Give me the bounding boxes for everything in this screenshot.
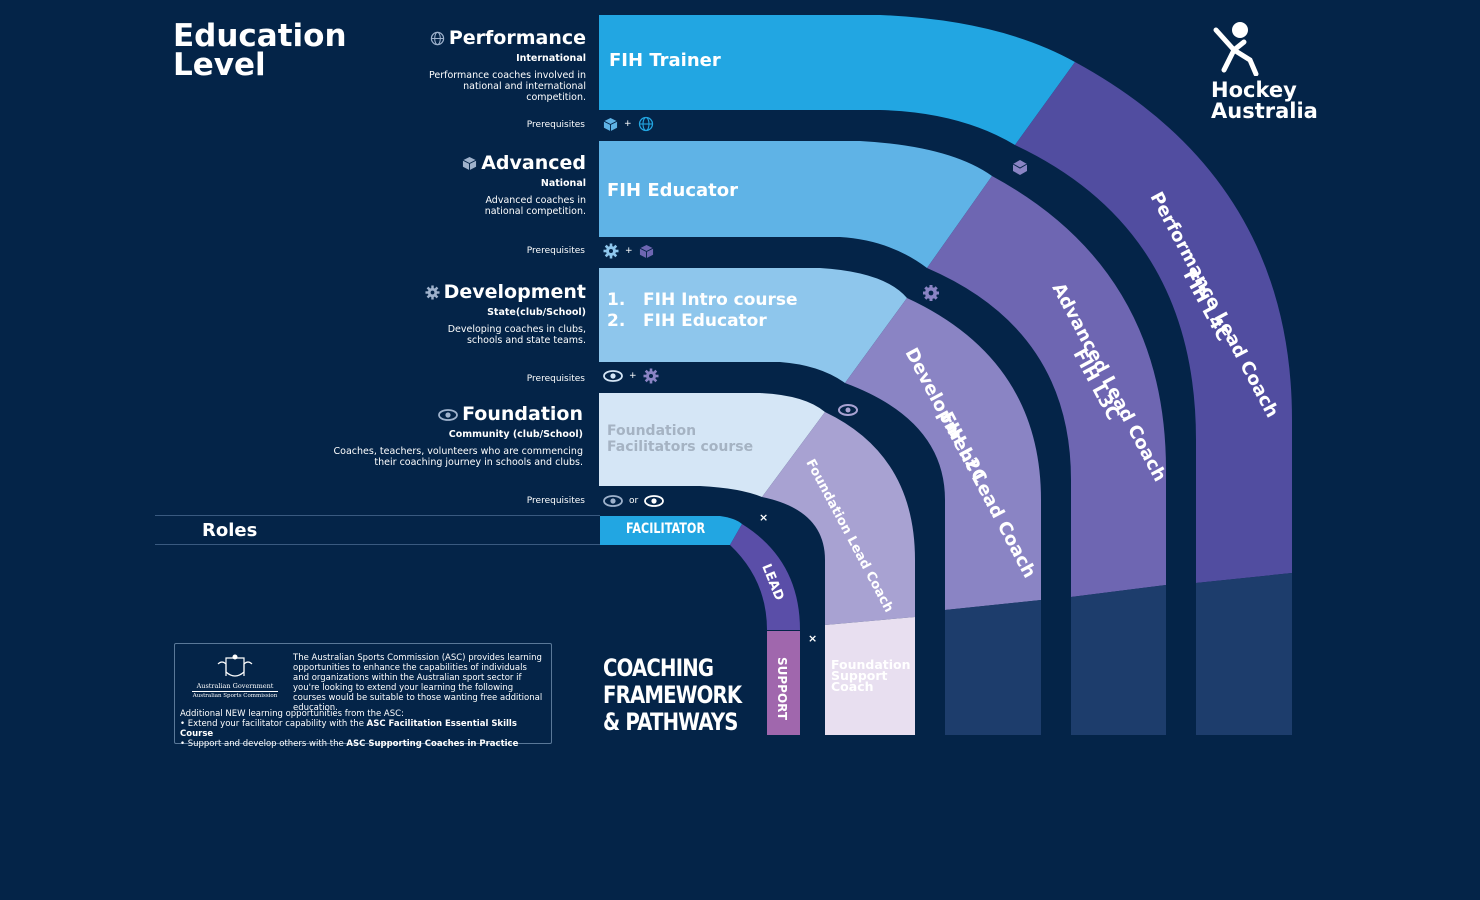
roles-label: Roles	[202, 520, 258, 541]
performance-arc-base	[1196, 573, 1292, 735]
level-performance: Performance International Performance co…	[286, 26, 586, 103]
advanced-arc-base	[1071, 585, 1166, 735]
asc-facilitation-course-link[interactable]: ASC Facilitation Essential Skills Course	[180, 719, 517, 739]
asc-additional-heading: Additional NEW learning opportunities fr…	[180, 709, 404, 719]
globe-icon	[430, 31, 445, 46]
eye-icon	[644, 495, 665, 507]
roles-divider-top	[155, 515, 600, 516]
level-foundation: Foundation Community (club/School) Coach…	[283, 402, 583, 468]
performance-band	[599, 15, 1075, 145]
roles-divider-bottom	[155, 544, 600, 545]
cross-mark-1: ×	[759, 511, 768, 524]
framework-title-line-1: COACHING	[603, 654, 714, 682]
asc-supporting-coaches-link[interactable]: ASC Supporting Coaches in Practice	[346, 739, 519, 749]
education-level-title: Education Level	[173, 18, 347, 83]
performance-arc	[1015, 62, 1292, 583]
coat-of-arms-icon	[217, 654, 253, 677]
framework-title-line-2: FRAMEWORK	[603, 681, 742, 709]
asc-additional: Additional NEW learning opportunities fr…	[180, 709, 545, 749]
course-development-2: 2. FIH Educator	[607, 311, 767, 331]
cube-icon	[603, 117, 618, 131]
support-coach-block	[825, 617, 915, 735]
support-bar	[767, 631, 800, 735]
prereq-join-foundation: or	[629, 496, 639, 506]
level-desc-advanced: Advanced coaches in national competition…	[484, 195, 586, 217]
level-name-foundation: Foundation	[462, 403, 583, 425]
prereq-join-advanced: +	[625, 246, 633, 256]
level-desc-foundation: Coaches, teachers, volunteers who are co…	[333, 446, 583, 468]
prereq-icons-advanced: +	[603, 243, 654, 259]
gear-icon	[425, 285, 440, 300]
asc-gov-line-1: Australian Government	[192, 682, 278, 692]
course-foundation-1: Foundation	[607, 423, 697, 439]
level-sub-foundation: Community (club/School)	[448, 429, 583, 440]
level-name-advanced: Advanced	[481, 152, 586, 174]
hockey-player-logo-icon	[1213, 22, 1259, 76]
asc-gov-line-2: Australian Sports Commission	[192, 693, 278, 699]
cube-icon	[1012, 160, 1028, 175]
prereq-label-advanced: Prerequisites	[526, 246, 585, 256]
level-advanced: Advanced National Advanced coaches in na…	[286, 151, 586, 217]
advanced-arc	[927, 176, 1166, 597]
course-performance: FIH Trainer	[609, 50, 721, 71]
course-development-1: 1. FIH Intro course	[607, 290, 798, 310]
prereq-join-performance: +	[624, 119, 632, 129]
eye-icon	[438, 408, 458, 421]
support-label: SUPPORT	[775, 657, 789, 721]
facilitator-label: FACILITATOR	[626, 521, 706, 537]
level-desc-development: Developing coaches in clubs, schools and…	[447, 324, 586, 346]
asc-body-text: The Australian Sports Commission (ASC) p…	[293, 653, 543, 713]
development-arc-base	[945, 600, 1041, 735]
brand-line-1: Hockey	[1211, 78, 1297, 102]
gear-icon	[643, 368, 659, 384]
hockey-australia-brand: Hockey Australia	[1211, 80, 1318, 122]
level-name-development: Development	[443, 281, 586, 303]
eye-icon	[603, 495, 623, 507]
level-name-performance: Performance	[448, 27, 586, 49]
foundation-band	[599, 393, 825, 497]
gear-icon	[923, 285, 939, 301]
asc-bullet-2-text: • Support and develop others with the	[180, 739, 347, 749]
asc-bullet-1-text: • Extend your facilitator capability wit…	[180, 719, 367, 729]
development-band	[599, 268, 907, 383]
framework-title-line-3: & PATHWAYS	[603, 708, 738, 736]
prereq-join-development: +	[629, 371, 637, 381]
eye-icon	[838, 404, 858, 416]
cross-mark-2: ×	[808, 632, 817, 645]
foundation-support-label: Foundation Support Coach	[831, 657, 911, 694]
coaching-framework-title: COACHING FRAMEWORK & PATHWAYS	[603, 654, 742, 736]
advanced-band	[599, 141, 992, 268]
lead-arc	[730, 524, 800, 630]
prereq-icons-development: +	[603, 368, 659, 384]
development-arc	[845, 298, 1041, 610]
asc-info-box	[174, 643, 552, 744]
globe-icon	[638, 116, 653, 132]
course-advanced: FIH Educator	[607, 180, 738, 201]
brand-line-2: Australia	[1211, 99, 1318, 123]
level-development: Development State(club/School) Developin…	[286, 280, 586, 346]
level-sub-advanced: National	[540, 178, 586, 189]
level-desc-performance: Performance coaches involved in national…	[428, 70, 586, 103]
eye-icon	[603, 370, 623, 382]
prereq-icons-foundation: or	[603, 493, 665, 509]
level-sub-performance: International	[516, 53, 586, 64]
gear-icon	[603, 243, 619, 259]
prereq-label-performance: Prerequisites	[526, 120, 585, 130]
cube-icon	[462, 156, 477, 171]
course-foundation-2: Facilitators course	[607, 439, 754, 455]
prereq-label-development: Prerequisites	[526, 374, 585, 384]
level-sub-development: State(club/School)	[487, 307, 586, 318]
cube-icon	[639, 244, 653, 258]
facilitator-bar	[600, 516, 742, 545]
prereq-label-foundation: Prerequisites	[526, 496, 585, 506]
foundation-arc	[762, 412, 915, 625]
prereq-icons-performance: +	[603, 116, 654, 132]
